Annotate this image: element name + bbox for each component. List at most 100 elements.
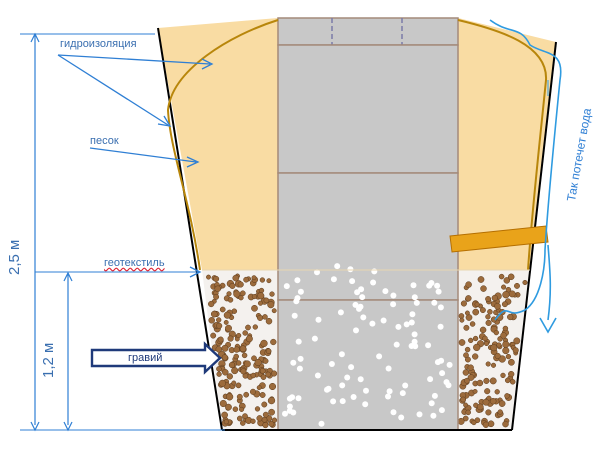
well-perforation-dot	[339, 398, 346, 405]
gravel-pebble	[459, 317, 465, 323]
pointer-waterproofing-1-head	[201, 58, 214, 70]
gravel-pebble	[262, 411, 269, 418]
gravel-pebble	[490, 316, 497, 323]
gravel-pebble	[269, 291, 275, 297]
gravel-pebble	[474, 301, 480, 307]
gravel-pebble	[502, 347, 510, 355]
gravel-pebble	[485, 319, 492, 326]
gravel-pebble	[210, 332, 217, 339]
well-perforation-dot	[350, 394, 357, 400]
gravel-pebble	[503, 277, 511, 284]
gravel-pebble	[491, 294, 498, 302]
gravel-pebble	[504, 377, 511, 384]
well-perforation-dot	[337, 309, 344, 316]
gravel-pebble	[245, 335, 253, 343]
well-perforation-dot	[314, 372, 321, 379]
gravel-pebble	[476, 403, 484, 411]
well-perforation-dot	[295, 338, 302, 345]
gravel-pebble	[243, 360, 251, 368]
gravel-pebble	[251, 304, 258, 312]
gravel-pebble	[217, 336, 224, 343]
well-perforation-dot	[437, 323, 444, 330]
gravel-pebble	[243, 276, 249, 283]
dim-total-arrow-bottom	[30, 421, 40, 432]
gravel-pebble	[225, 403, 232, 411]
gravel-pebble	[268, 408, 275, 416]
gravel-pebble	[498, 355, 506, 363]
well-perforation-dot	[380, 317, 387, 324]
gravel-pebble	[489, 377, 497, 385]
label-gravel: гравий	[128, 352, 163, 364]
gravel-pebble	[271, 417, 278, 423]
gravel-pebble	[265, 348, 272, 354]
well-perforation-dot	[294, 277, 301, 284]
gravel-pebble	[471, 420, 477, 426]
gravel-pebble	[483, 340, 490, 347]
gravel-pebble	[265, 317, 273, 325]
well-perforation-dot	[408, 343, 415, 349]
well-perforation-dot	[330, 276, 337, 283]
well-white-dots	[282, 263, 453, 427]
well-perforation-dot	[408, 319, 415, 326]
gravel-pebble	[463, 324, 470, 331]
dim-gravel-arrow-top	[63, 271, 73, 282]
gravel-pebble	[216, 366, 222, 372]
gravel-pebble	[216, 322, 223, 329]
gravel-pebble	[263, 297, 270, 304]
well-perforation-dot	[382, 288, 389, 295]
pointer-sand	[89, 147, 197, 163]
gravel-pebble	[477, 276, 485, 283]
gravel-pebble	[485, 314, 491, 320]
gravel-pebble	[490, 344, 498, 352]
well-perforation-dot	[398, 414, 405, 421]
gravel-pebble	[464, 310, 470, 316]
gravel-pebble	[221, 411, 228, 419]
gravel-pebble	[210, 310, 218, 318]
well-perforation-dot	[411, 331, 418, 338]
gravel-pebble	[472, 308, 480, 316]
gravel-pebble	[257, 292, 265, 300]
well-perforation-dot	[416, 411, 423, 418]
well-perforation-dot	[356, 305, 362, 312]
gravel-pebble	[213, 293, 220, 300]
gravel-pebble	[267, 301, 275, 309]
gravel-pebble	[522, 279, 528, 286]
gravel-pebble	[221, 344, 229, 352]
well-perforation-dot	[289, 394, 296, 401]
gravel-pebble	[222, 369, 229, 376]
gravel-pebble	[497, 409, 503, 415]
gravel-pebble	[507, 313, 514, 321]
well-perforation-dot	[445, 382, 452, 389]
well-ring-1	[277, 44, 459, 174]
well-perforation-dot	[439, 370, 446, 377]
water-flow-arrowhead	[539, 317, 557, 334]
well-perforation-dot	[286, 403, 293, 410]
gravel-pebble	[208, 317, 215, 324]
well-perforation-dot	[290, 409, 297, 416]
gravel-pebble	[509, 379, 516, 385]
pointer-sand-head	[186, 156, 200, 168]
gravel-pebble	[235, 382, 242, 389]
gravel-pebble	[218, 379, 226, 387]
well-perforation-dot	[314, 269, 320, 276]
gravel-pebble	[238, 295, 244, 301]
well-perforation-dot	[338, 351, 345, 358]
gravel-pebble	[501, 284, 507, 290]
gravel-pebble	[239, 406, 245, 412]
well-perforation-dot	[409, 311, 416, 318]
gravel-pebble	[227, 297, 234, 303]
well-perforation-dot	[431, 299, 438, 306]
gravel-pebble	[494, 389, 500, 395]
gravel-pebble	[231, 380, 237, 386]
well-perforation-dot	[376, 353, 383, 360]
gravel-pebble	[236, 415, 243, 422]
gravel-pebble	[236, 332, 242, 339]
well-perforation-dot	[358, 286, 365, 293]
gravel-pebble	[463, 352, 469, 359]
gravel-pebble	[242, 330, 248, 336]
well-perforation-dot	[357, 376, 364, 383]
well-perforation-dot	[318, 420, 325, 427]
well-perforation-dot	[349, 278, 356, 285]
well-perforation-dot	[347, 266, 354, 273]
